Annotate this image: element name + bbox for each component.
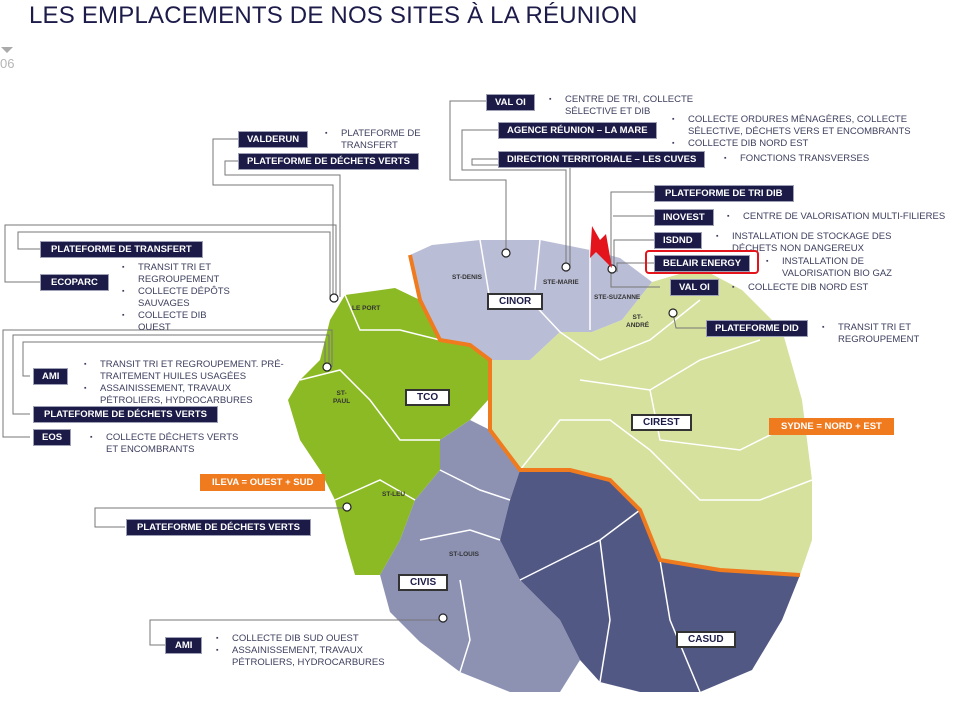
highlight-frame	[645, 250, 759, 274]
site-marker[interactable]	[329, 293, 339, 303]
zone-cirest: CIREST	[631, 414, 692, 431]
sydne-label: SYDNE = NORD + EST	[769, 418, 894, 435]
site-ami-ouest-label[interactable]: AMI	[33, 368, 69, 385]
site-agence-desc: COLLECTE ORDURES MÉNAGÈRES, COLLECTE SÉL…	[672, 114, 932, 150]
commune-st-denis: ST-DENIS	[452, 274, 482, 281]
site-belair-energy-label[interactable]: BELAIR ENERGY	[654, 255, 751, 272]
site-dv-sud-label[interactable]: PLATEFORME DE DÉCHETS VERTS	[126, 519, 311, 536]
site-direction-label[interactable]: DIRECTION TERRITORIALE – LES CUVES	[498, 151, 706, 168]
site-eos-desc: COLLECTE DÉCHETS VERTS ET ENCOMBRANTS	[90, 432, 240, 456]
site-did-desc: TRANSIT TRI ET REGROUPEMENT	[822, 322, 932, 346]
site-transfert-label[interactable]: PLATEFORME DE TRANSFERT	[40, 241, 203, 258]
site-isdnd-desc: INSTALLATION DE STOCKAGE DES DÉCHETS NON…	[716, 231, 916, 255]
region-civis	[380, 420, 580, 692]
ileva-label: ILEVA = OUEST + SUD	[200, 474, 326, 491]
site-ecoparc-label[interactable]: ECOPARC	[40, 274, 109, 291]
commune-st-louis: ST-LOUIS	[449, 551, 479, 558]
commune-st-paul: ST- PAUL	[333, 390, 351, 405]
page-title: LES EMPLACEMENTS DE NOS SITES À LA RÉUNI…	[29, 2, 638, 29]
region-tco	[288, 288, 490, 575]
site-dv-nord-label[interactable]: PLATEFORME DE DÉCHETS VERTS	[238, 153, 419, 170]
site-val-oi-label[interactable]: VAL OI	[486, 94, 535, 111]
zone-casud: CASUD	[676, 631, 736, 648]
zone-civis: CIVIS	[398, 574, 449, 591]
site-direction-desc: FONCTIONS TRANSVERSES	[724, 153, 869, 165]
syndicate-border	[408, 254, 801, 577]
site-isdnd-label[interactable]: ISDND	[654, 232, 702, 249]
commune-st-andre: ST- ANDRÉ	[626, 314, 650, 329]
site-did-label[interactable]: PLATEFORME DID	[706, 320, 808, 337]
site-val-oi-2-label[interactable]: VAL OI	[670, 279, 719, 296]
site-agence-label[interactable]: AGENCE RÉUNION – LA MARE	[498, 122, 657, 139]
site-marker[interactable]	[342, 502, 352, 512]
site-ecoparc-desc: TRANSIT TRI ET REGROUPEMENTCOLLECTE DÉPÔ…	[122, 262, 237, 334]
site-marker[interactable]	[668, 308, 678, 318]
red-arrow-icon	[590, 226, 612, 268]
site-marker[interactable]	[561, 262, 571, 272]
site-marker[interactable]	[501, 248, 511, 258]
site-ami-sud-desc: COLLECTE DIB SUD OUESTASSAINISSEMENT, TR…	[216, 633, 406, 669]
commune-ste-suzanne: STE-SUZANNE	[594, 294, 641, 301]
site-ami-ouest-desc: TRANSIT TRI ET REGROUPEMENT. PRÉ-TRAITEM…	[84, 359, 294, 407]
commune-st-leu: ST-LEU	[382, 491, 406, 498]
site-markers	[322, 248, 678, 623]
site-valderun-desc: PLATEFORME DE TRANSFERT	[325, 128, 435, 152]
site-ami-sud-label[interactable]: AMI	[165, 637, 203, 654]
site-eos-label[interactable]: EOS	[33, 429, 72, 446]
triangle-icon	[1, 47, 13, 53]
connector-lines	[2, 100, 706, 646]
site-val-oi-desc: CENTRE DE TRI, COLLECTE SÉLECTIVE ET DIB	[549, 94, 719, 118]
site-marker[interactable]	[322, 362, 332, 372]
zone-cinor: CINOR	[487, 293, 544, 310]
site-valderun-label[interactable]: VALDERUN	[238, 131, 309, 148]
commune-le-port: LE PORT	[352, 305, 381, 312]
site-inovest-desc: CENTRE DE VALORISATION MULTI-FILIERES	[727, 211, 945, 223]
commune-ste-marie: STE-MARIE	[543, 279, 579, 286]
site-dv-ouest-label[interactable]: PLATEFORME DE DÉCHETS VERTS	[33, 406, 218, 423]
page-number: 06	[0, 56, 15, 71]
site-belair-energy-desc: INSTALLATION DE VALORISATION BIO GAZ	[766, 256, 906, 280]
site-marker[interactable]	[438, 613, 448, 623]
site-val-oi-2-desc: COLLECTE DIB NORD EST	[732, 282, 868, 294]
site-marker[interactable]	[607, 264, 617, 274]
site-inovest-label[interactable]: INOVEST	[654, 209, 714, 226]
zone-tco: TCO	[405, 389, 451, 406]
site-tri-dib-label[interactable]: PLATEFORME DE TRI DIB	[654, 185, 794, 202]
